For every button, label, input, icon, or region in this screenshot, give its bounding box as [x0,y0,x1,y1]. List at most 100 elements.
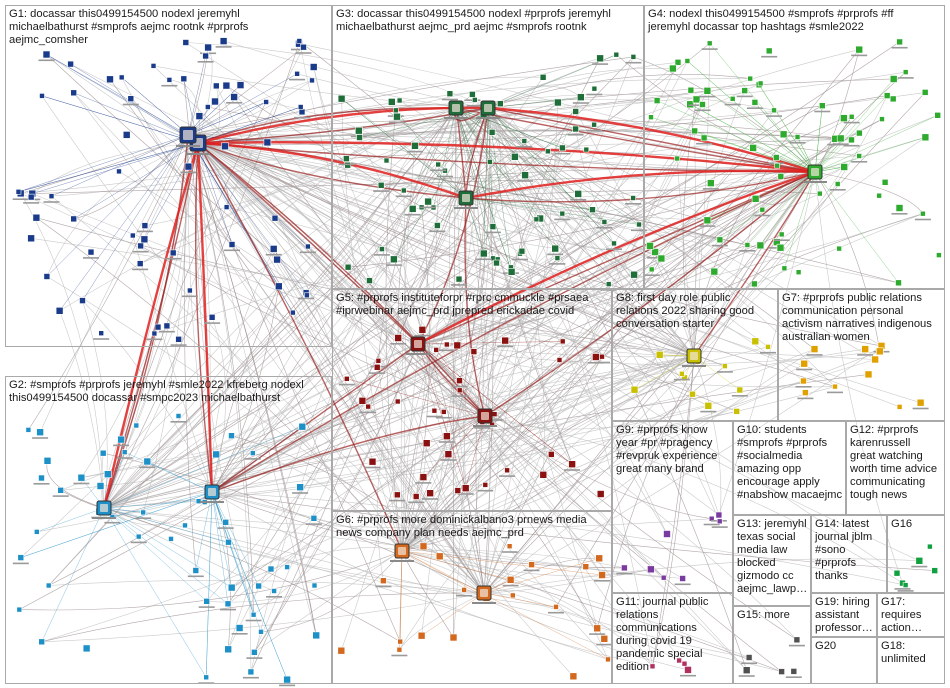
group-label-g7: G7: #prprofs public relations communicat… [782,292,932,343]
vertex-node [443,432,451,441]
vertex-node [506,575,515,584]
vertex-label-mark [265,253,282,256]
vertex-label-mark [165,257,182,260]
vertex-label-mark [197,61,214,63]
vertex-node [309,63,318,71]
vertex-node [630,385,639,394]
vertex-node [273,255,281,264]
vertex-node [411,142,419,150]
vertex-node [751,337,760,346]
vertex-node [600,634,609,643]
vertex-node [934,112,942,119]
vertex-node [133,422,140,429]
vertex-label-mark [338,383,355,386]
vertex-node [684,58,691,64]
vertex-label-mark [606,248,622,250]
vertex-label-mark [466,104,483,107]
vertex-label-mark [158,330,175,333]
vertex-node [655,350,664,359]
group-label-g11: G11: journal public relations communicat… [616,596,709,673]
vertex-node [741,87,749,94]
vertex-node [836,134,845,143]
vertex-label-mark [616,572,633,575]
group-box-g19: G19: hiring assistant professor… [811,593,877,637]
vertex-node [175,413,182,419]
group-label-g10: G10: students #smprofs #prprofs #socialm… [737,424,843,501]
vertex-node [881,179,889,186]
vertex-node [300,43,307,51]
vertex-node [507,267,516,276]
vertex-node [733,408,741,415]
hub-vertex-avatar [414,340,422,348]
group-label-g13: G13: jeremyhl texas social media law blo… [737,518,808,595]
vertex-node [454,487,462,494]
vertex-node [43,273,51,280]
vertex-label-mark [217,527,234,529]
vertex-node [400,187,407,194]
group-box-g14: G14: latest journal jblm #sono #prprofs … [811,515,887,593]
vertex-node [392,107,399,114]
vertex-node [895,204,904,212]
vertex-node [82,644,91,653]
vertex-node [646,242,654,250]
vertex-label-mark [136,230,153,233]
group-label-g12: G12: #prprofs karenrussell great watchin… [850,424,938,501]
vertex-label-mark [897,590,914,592]
vertex-label-mark [360,411,377,414]
vertex-node [130,232,136,239]
vertex-label-mark [549,263,566,265]
vertex-node [751,99,759,106]
vertex-node [305,243,311,250]
vertex-node [426,489,434,498]
group-label-g20: G20 [815,640,837,652]
vertex-node [356,134,363,141]
vertex-label-mark [38,59,55,62]
hub-vertex-avatar [480,589,488,597]
vertex-node [902,69,909,75]
vertex-node [202,52,209,60]
vertex-node [778,668,785,675]
vertex-node [169,249,177,257]
vertex-label-mark [395,195,412,198]
vertex-node [756,241,765,250]
vertex-node [864,370,873,379]
vertex-node [547,451,555,458]
vertex-node [471,97,478,103]
vertex-label-mark [231,633,248,635]
vertex-node [32,213,41,222]
vertex-node [518,247,526,255]
vertex-label-mark [843,121,860,124]
vertex-node [533,216,540,223]
vertex-node [104,470,112,479]
hub-vertex-avatar [811,168,819,176]
hub-vertex-label-mark [390,560,414,562]
vertex-node [521,138,528,144]
vertex-node [57,486,65,494]
vertex-label-mark [703,523,720,526]
vertex-node [574,190,583,198]
vertex-label-mark [741,662,758,665]
vertex-node [42,50,51,59]
vertex-node [17,554,25,561]
group-label-g6: G6: #prprofs more dominickalbano3 prnews… [336,514,587,539]
vertex-node [225,538,232,546]
vertex-label-mark [643,274,660,276]
vertex-label-mark [699,225,716,227]
vertex-label-mark [711,526,728,528]
vertex-label-mark [760,351,776,354]
vertex-node [455,275,463,283]
vertex-node [691,127,699,135]
vertex-node [765,344,771,350]
vertex-label-mark [132,250,149,253]
vertex-node [274,282,283,291]
hub-vertex-label-mark [176,145,200,147]
vertex-label-mark [625,203,642,205]
hub-vertex-avatar [208,488,216,496]
vertex-label-mark [52,495,69,497]
vertex-node [776,243,785,252]
vertex-node [192,567,200,574]
vertex-label-mark [244,458,261,460]
vertex-node [504,467,510,474]
vertex-node [765,47,773,55]
vertex-node [25,427,32,433]
